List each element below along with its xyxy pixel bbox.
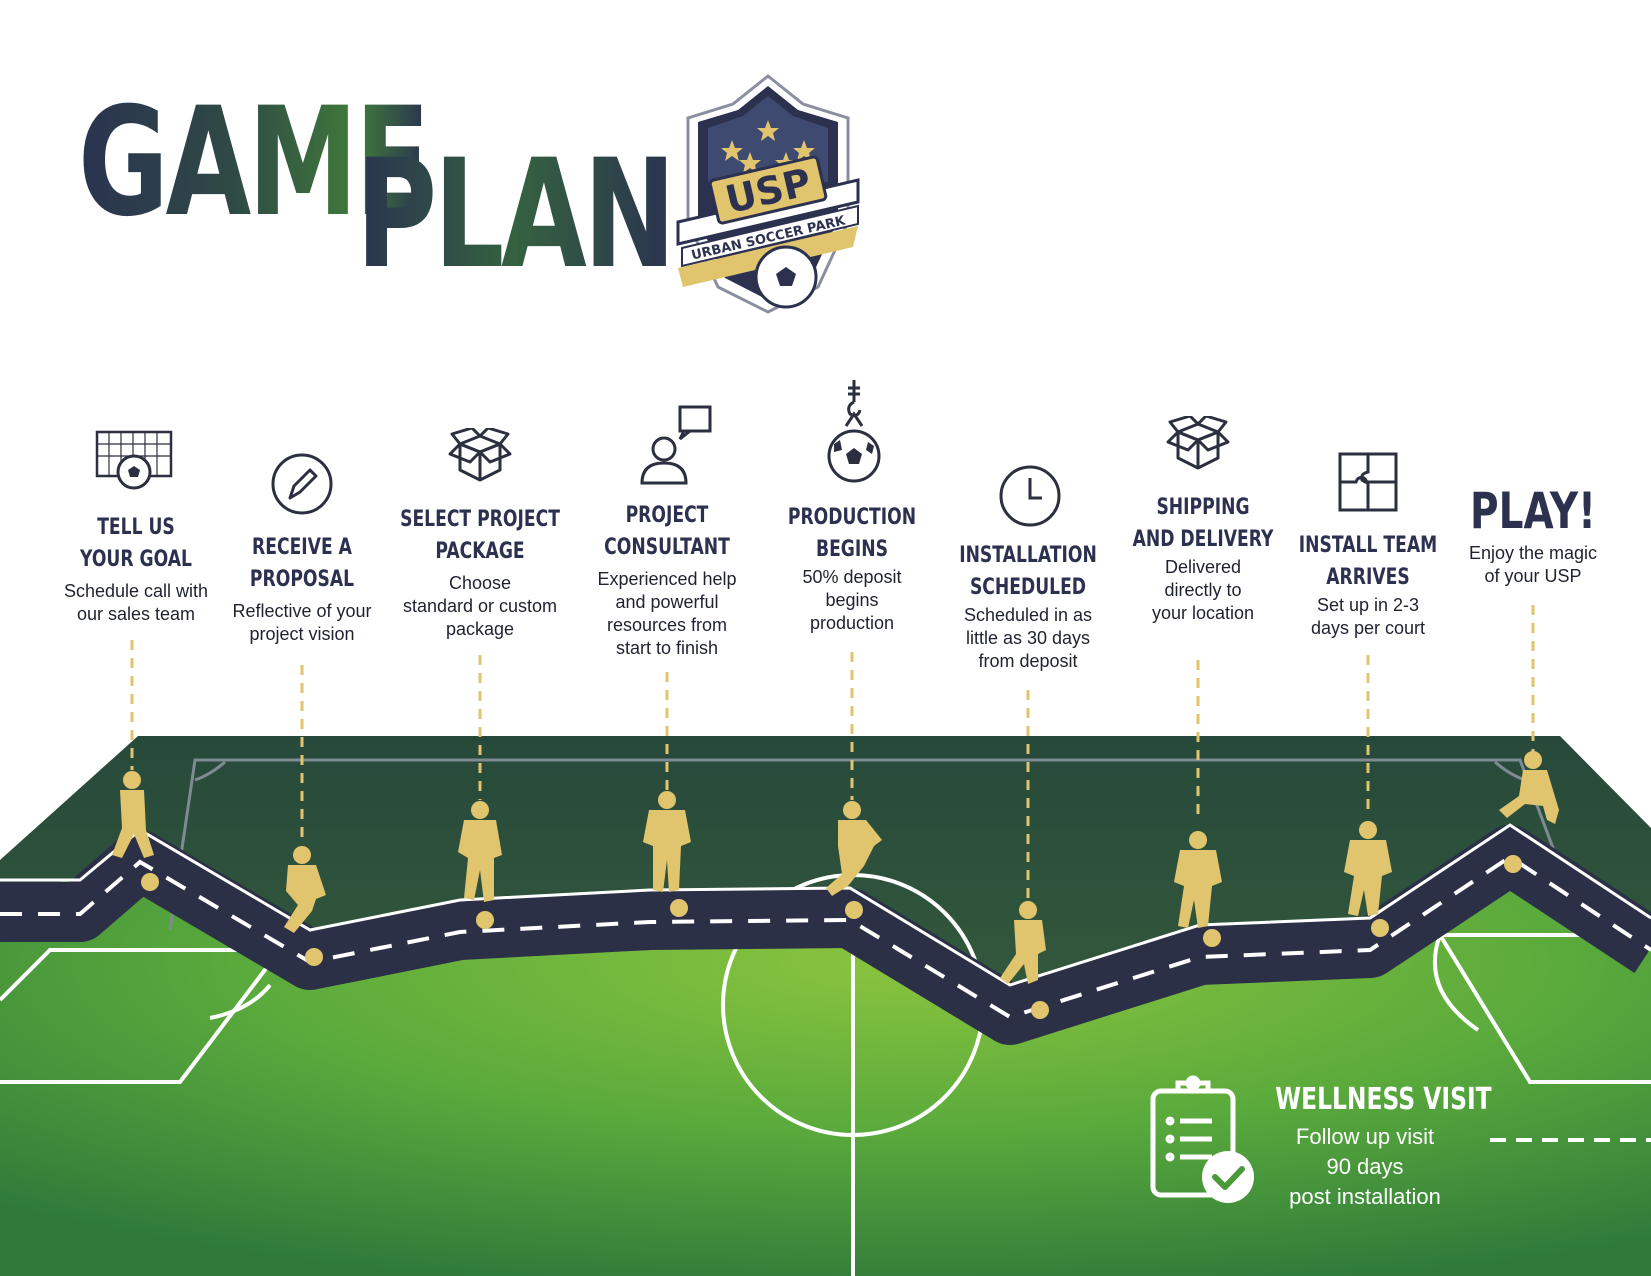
step-title: INSTALL TEAM	[1298, 533, 1438, 558]
person-chat-icon	[640, 405, 712, 485]
step-title: TELL US	[97, 515, 175, 540]
usp-logo: USP URBAN SOCCER PARK	[676, 74, 860, 314]
player-9	[1499, 751, 1559, 873]
player-5	[826, 801, 882, 919]
open-box-icon	[1166, 416, 1230, 470]
step-title: PLAY!	[1470, 482, 1596, 540]
step-title: SELECT PROJECT	[400, 507, 560, 532]
step-title: BEGINS	[815, 537, 888, 562]
step-title: YOUR GOAL	[80, 547, 192, 572]
player-4	[643, 791, 691, 917]
step-title: PRODUCTION	[787, 505, 917, 530]
open-box-icon	[448, 428, 512, 482]
clipboard-check-icon	[1150, 1075, 1254, 1203]
soccer-goal-icon	[95, 430, 173, 490]
step-title: SCHEDULED	[969, 575, 1087, 600]
step-title: AND DELIVERY	[1132, 527, 1274, 552]
player-7	[1174, 831, 1222, 947]
puzzle-icon	[1338, 452, 1398, 512]
step-title: PROPOSAL	[249, 567, 355, 592]
player-8	[1344, 821, 1392, 937]
player-6	[1000, 901, 1049, 1019]
player-3	[458, 801, 502, 929]
crane-ball-icon	[827, 380, 881, 483]
step-title: CONSULTANT	[604, 535, 730, 560]
clock-icon	[999, 465, 1061, 527]
step-title: ARRIVES	[1326, 565, 1410, 590]
step-title: RECEIVE A	[252, 535, 352, 560]
step-title: PROJECT	[625, 503, 709, 528]
pencil-circle-icon	[271, 453, 333, 515]
player-2	[284, 846, 326, 966]
title-plan: PLAN	[356, 128, 676, 302]
step-title: PACKAGE	[435, 539, 525, 564]
player-1	[112, 771, 159, 891]
step-title: SHIPPING	[1156, 495, 1250, 520]
title-game: GAME	[78, 76, 430, 250]
wellness-title: WELLNESS VISIT	[1275, 1082, 1492, 1117]
step-title: INSTALLATION	[959, 543, 1097, 568]
